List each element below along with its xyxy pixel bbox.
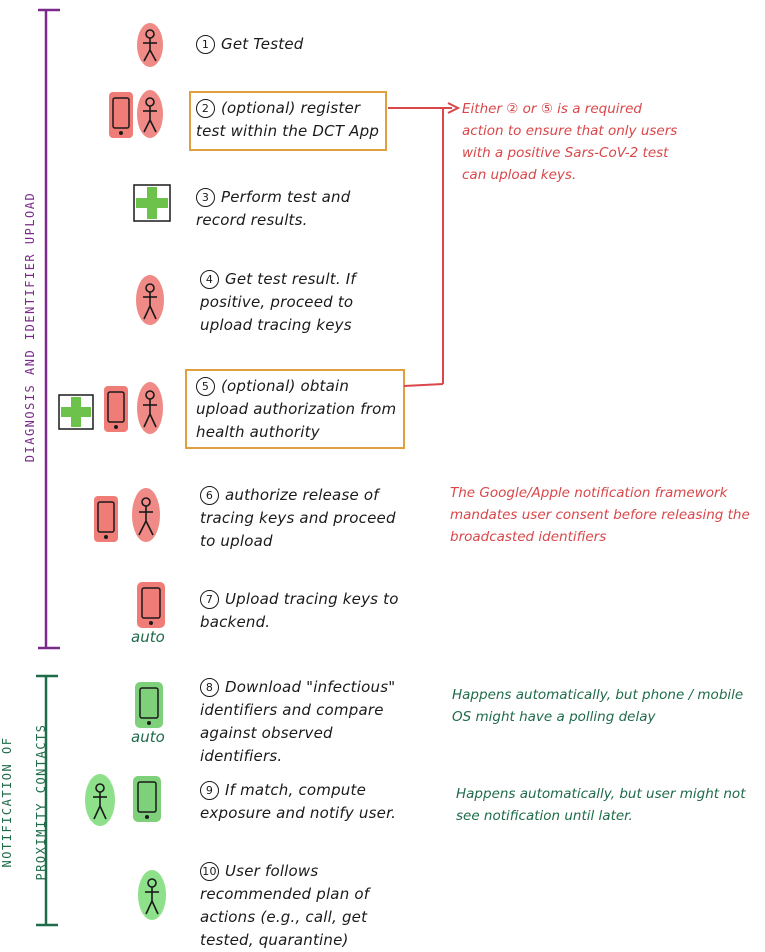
required-connector <box>388 107 452 387</box>
step-number: 4 <box>200 270 219 289</box>
person-red-icon <box>137 90 163 138</box>
person-green-icon <box>138 870 166 920</box>
person-red-icon <box>137 382 163 434</box>
step-3-text: Perform test and record results. <box>196 188 351 229</box>
step-number: 8 <box>200 678 219 697</box>
person-red-icon <box>132 488 160 542</box>
step-10-text: User follows recommended plan of actions… <box>200 862 370 949</box>
note-required-action: Either ② or ⑤ is a required action to en… <box>462 101 678 183</box>
phase-label-notification-2: PROXIMITY CONTACTS <box>34 723 48 881</box>
phone-green-icon <box>135 682 163 728</box>
step-number: 5 <box>196 377 215 396</box>
step-number: 7 <box>200 590 219 609</box>
person-red-icon <box>136 275 164 325</box>
step-1: 1 Get Tested <box>196 33 396 56</box>
step-5: 5(optional) obtain upload authorization … <box>196 375 401 444</box>
step-2-box <box>189 91 387 151</box>
auto-label-step-7: auto <box>131 628 165 646</box>
step-number: 3 <box>196 188 215 207</box>
step-number: 1 <box>196 35 215 54</box>
auto-label-step-8: auto <box>131 728 165 746</box>
notification-bracket <box>36 674 58 927</box>
note-user-consent: The Google/Apple notification framework … <box>450 485 750 545</box>
step-2: 2(optional) register test within the DCT… <box>196 97 386 143</box>
step-2-text: (optional) register test within the DCT … <box>196 99 380 140</box>
note-polling-delay: Happens automatically, but phone / mobil… <box>452 687 744 725</box>
step-7-text: Upload tracing keys to backend. <box>200 590 399 631</box>
health-cross-icon <box>133 184 171 222</box>
phone-red-icon <box>109 92 133 138</box>
note-notification-later: Happens automatically, but user might no… <box>456 786 746 824</box>
phone-red-icon <box>104 386 128 432</box>
step-9-text: If match, compute exposure and notify us… <box>200 781 397 822</box>
person-red-icon <box>137 23 163 67</box>
step-6-text: authorize release of tracing keys and pr… <box>200 486 396 550</box>
step-number: 9 <box>200 781 219 800</box>
health-cross-icon <box>58 394 94 430</box>
step-1-text: Get Tested <box>221 35 304 53</box>
phone-green-icon <box>133 776 161 822</box>
phase-label-diagnosis: DIAGNOSIS AND IDENTIFIER UPLOAD <box>23 191 37 463</box>
step-number: 6 <box>200 486 219 505</box>
step-number: 2 <box>196 99 215 118</box>
step-5-text: (optional) obtain upload authorization f… <box>196 377 397 441</box>
person-green-icon <box>85 774 115 826</box>
phone-red-icon <box>137 582 165 628</box>
step-4-text: Get test result. If positive, proceed to… <box>200 270 356 334</box>
step-8-text: Download "infectious" identifiers and co… <box>200 678 396 765</box>
diagnosis-bracket <box>38 8 60 650</box>
step-5-box <box>185 369 405 449</box>
step-number: 10 <box>200 862 219 881</box>
arrow-head-icon <box>447 102 461 114</box>
phone-red-icon <box>94 496 118 542</box>
phase-label-notification-1: NOTIFICATION OF <box>0 736 14 868</box>
